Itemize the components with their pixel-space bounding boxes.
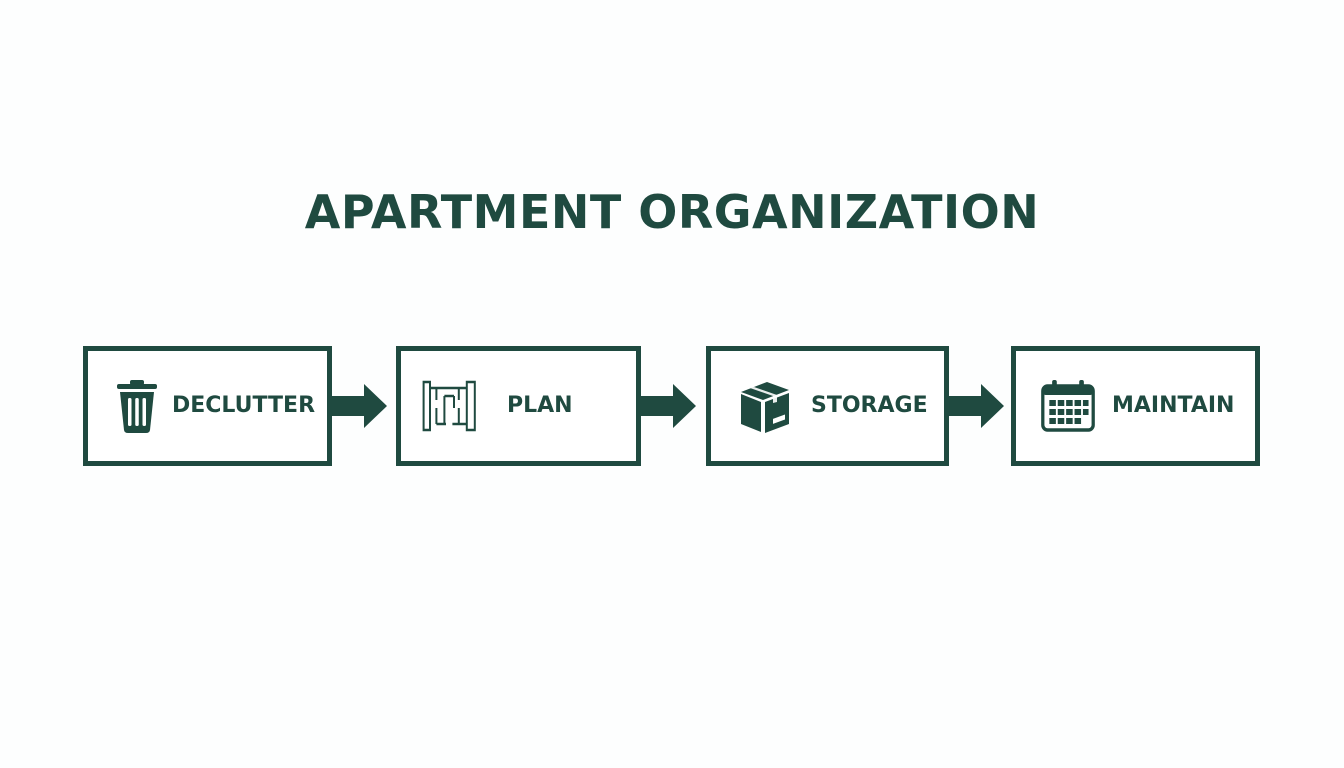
step-storage: STORAGE <box>706 346 949 466</box>
floor-plan-icon <box>422 378 478 434</box>
arrow-right-icon <box>947 382 1005 430</box>
step-label: MAINTAIN <box>1112 393 1235 418</box>
diagram-title: APARTMENT ORGANIZATION <box>304 185 1040 239</box>
step-label: DECLUTTER <box>172 393 316 418</box>
box-icon <box>737 378 793 434</box>
trash-can-icon <box>109 378 165 434</box>
step-maintain: MAINTAIN <box>1011 346 1260 466</box>
arrow-right-icon <box>639 382 697 430</box>
step-label: PLAN <box>507 393 573 418</box>
calendar-icon <box>1040 378 1096 434</box>
arrow-right-icon <box>330 382 388 430</box>
step-label: STORAGE <box>811 393 928 418</box>
step-plan: PLAN <box>396 346 641 466</box>
step-declutter: DECLUTTER <box>83 346 332 466</box>
